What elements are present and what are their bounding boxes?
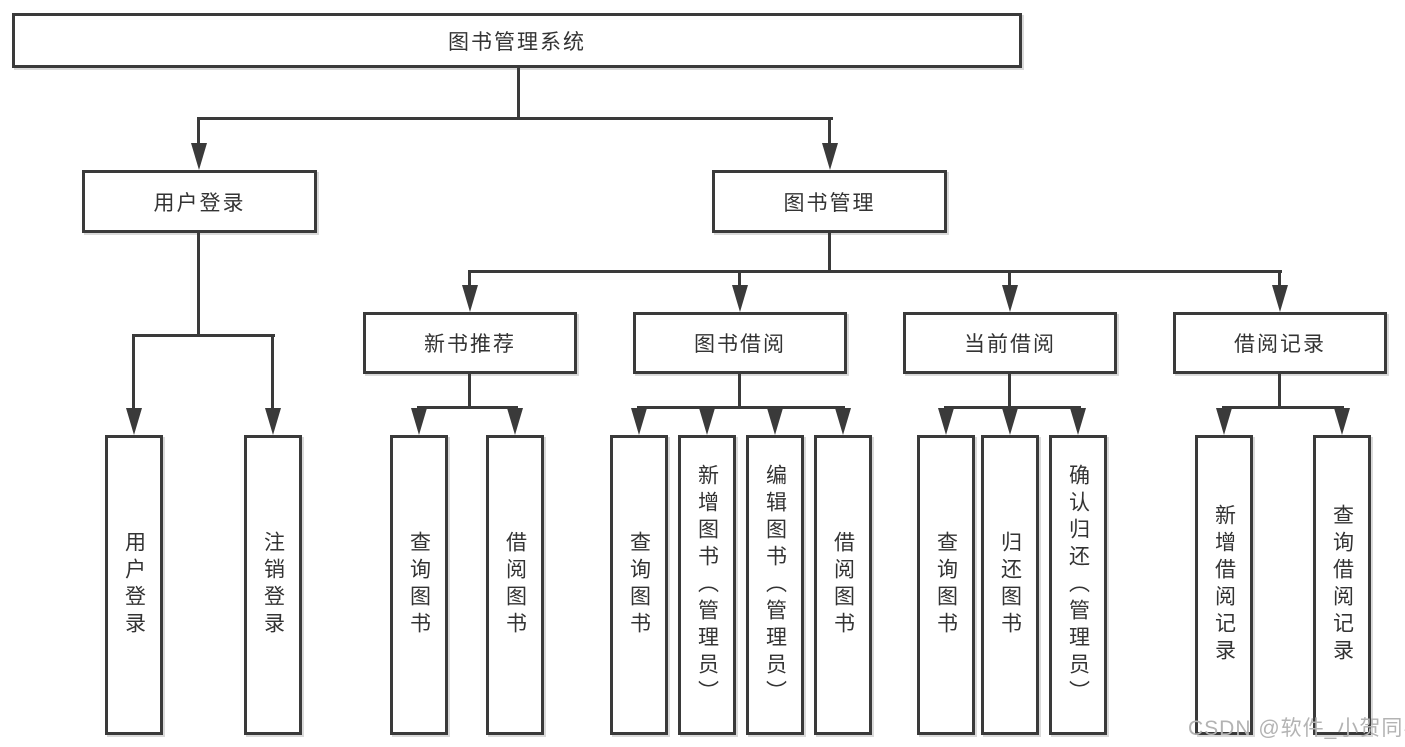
leaf-borrow-query-books: 查询图书	[610, 435, 668, 735]
connector-records-vertical	[1278, 373, 1281, 409]
connector-leaf-user-login-drop	[132, 335, 135, 411]
connector-level3-horizontal	[468, 270, 1282, 273]
connector-root-vertical	[517, 68, 520, 119]
arrowhead-records-leaf2	[1334, 408, 1350, 435]
arrowhead-newbook	[462, 285, 478, 312]
leaf-borrow-add-books-admin-label: 新增图书（管理员）	[695, 463, 719, 707]
arrowhead-bookborrow-leaf3	[767, 408, 783, 435]
node-current-borrowing: 当前借阅	[903, 312, 1117, 374]
connector-user-login-drop	[197, 118, 200, 146]
node-borrowing-records: 借阅记录	[1173, 312, 1387, 374]
leaf-newbook-borrow-books: 借阅图书	[486, 435, 544, 735]
leaf-records-query-record: 查询借阅记录	[1313, 435, 1371, 735]
leaf-logout-login: 注销登录	[244, 435, 302, 735]
leaf-records-query-record-label: 查询借阅记录	[1330, 504, 1354, 666]
node-user-login: 用户登录	[82, 170, 317, 233]
connector-currentborrow-vertical	[1008, 373, 1011, 409]
leaf-current-return-books-label: 归还图书	[998, 531, 1022, 639]
connector-bookborrow-drop	[738, 271, 741, 288]
leaf-newbook-query-books-label: 查询图书	[407, 531, 431, 639]
arrowhead-currentborrow-leaf2	[1002, 408, 1018, 435]
connector-currentborrow-split	[944, 406, 1081, 409]
leaf-logout-login-label: 注销登录	[261, 531, 285, 639]
node-new-book-recommendation: 新书推荐	[363, 312, 577, 374]
leaf-borrow-edit-books-admin-label: 编辑图书（管理员）	[763, 463, 787, 707]
connector-book-management-drop	[828, 118, 831, 146]
connector-newbook-drop	[468, 271, 471, 288]
leaf-current-confirm-return-admin: 确认归还（管理员）	[1049, 435, 1107, 735]
connector-user-login-vertical	[197, 232, 200, 336]
arrowhead-currentborrow-leaf1	[938, 408, 954, 435]
connector-user-login-split	[132, 334, 275, 337]
arrowhead-bookborrow-leaf1	[631, 408, 647, 435]
arrowhead-leaf-user-login	[126, 408, 142, 435]
arrowhead-records-leaf1	[1216, 408, 1232, 435]
connector-records-drop	[1278, 271, 1281, 288]
connector-newbook-vertical	[468, 373, 471, 409]
leaf-user-login: 用户登录	[105, 435, 163, 735]
leaf-records-add-record-label: 新增借阅记录	[1212, 504, 1236, 666]
arrowhead-newbook-leaf1	[411, 408, 427, 435]
connector-bookborrow-split	[637, 406, 845, 409]
arrowhead-records	[1272, 285, 1288, 312]
arrowhead-newbook-leaf2	[507, 408, 523, 435]
node-root: 图书管理系统	[12, 13, 1022, 68]
leaf-borrow-query-books-label: 查询图书	[627, 531, 651, 639]
leaf-current-query-books: 查询图书	[917, 435, 975, 735]
leaf-borrow-add-books-admin: 新增图书（管理员）	[678, 435, 736, 735]
connector-newbook-split	[417, 406, 518, 409]
node-book-management: 图书管理	[712, 170, 947, 233]
arrowhead-user-login	[191, 143, 207, 170]
arrowhead-bookborrow	[732, 285, 748, 312]
leaf-current-return-books: 归还图书	[981, 435, 1039, 735]
leaf-current-confirm-return-admin-label: 确认归还（管理员）	[1066, 463, 1090, 707]
arrowhead-leaf-logout	[265, 408, 281, 435]
watermark: CSDN @软件_小贺同学	[1188, 717, 1405, 740]
arrowhead-currentborrow	[1002, 285, 1018, 312]
node-book-borrowing: 图书借阅	[633, 312, 847, 374]
arrowhead-book-management	[822, 143, 838, 170]
arrowhead-currentborrow-leaf3	[1070, 408, 1086, 435]
connector-book-management-vertical	[828, 232, 831, 273]
leaf-user-login-label: 用户登录	[122, 531, 146, 639]
leaf-borrow-edit-books-admin: 编辑图书（管理员）	[746, 435, 804, 735]
connector-level1-horizontal	[197, 117, 833, 120]
leaf-borrow-borrow-books-label: 借阅图书	[831, 531, 855, 639]
leaf-newbook-query-books: 查询图书	[390, 435, 448, 735]
leaf-borrow-borrow-books: 借阅图书	[814, 435, 872, 735]
connector-leaf-logout-drop	[271, 335, 274, 411]
connector-currentborrow-drop	[1008, 271, 1011, 288]
arrowhead-bookborrow-leaf2	[699, 408, 715, 435]
connector-records-split	[1222, 406, 1344, 409]
arrowhead-bookborrow-leaf4	[835, 408, 851, 435]
leaf-current-query-books-label: 查询图书	[934, 531, 958, 639]
leaf-records-add-record: 新增借阅记录	[1195, 435, 1253, 735]
leaf-newbook-borrow-books-label: 借阅图书	[503, 531, 527, 639]
connector-bookborrow-vertical	[738, 373, 741, 409]
